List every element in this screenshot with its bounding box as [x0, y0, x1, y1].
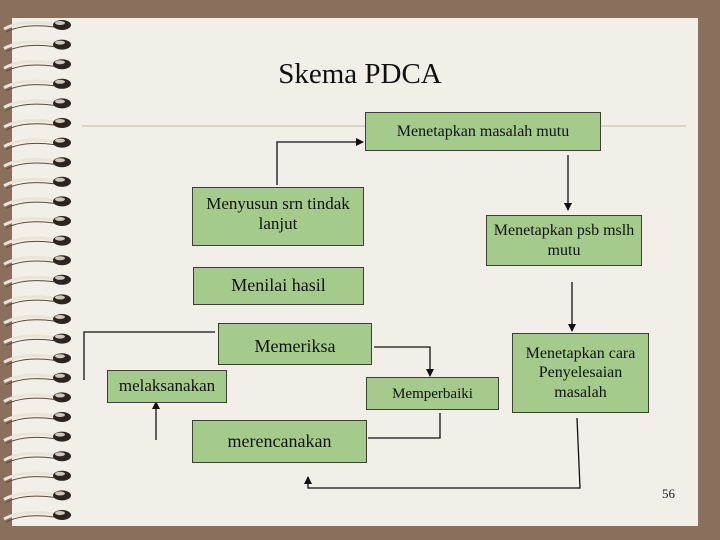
binding-ring — [3, 157, 71, 170]
line-melaksanakan-to-memeriksa — [83, 331, 215, 380]
box-label: Menyusun srn tindak lanjut — [206, 194, 350, 234]
box-menetapkan-cara: Menetapkan cara Penyelesaian masalah — [512, 333, 649, 413]
binding-ring — [3, 235, 71, 249]
binding-ring — [3, 314, 71, 327]
binding-ring — [3, 39, 71, 53]
binding-ring — [3, 431, 71, 445]
box-label: Memperbaiki — [392, 385, 473, 402]
binding-ring — [3, 274, 71, 288]
binding-ring — [3, 353, 71, 366]
spiral-binding — [3, 20, 71, 523]
page-number: 56 — [662, 486, 675, 501]
box-menetapkan-psb: Menetapkan psb mslh mutu — [486, 215, 642, 266]
box-menetapkan-masalah-mutu: Menetapkan masalah mutu — [365, 112, 601, 151]
arrow-to-menetapkan-masalah — [276, 138, 364, 185]
binding-ring — [3, 59, 71, 72]
binding-ring — [3, 176, 71, 190]
box-label: melaksanakan — [118, 376, 216, 396]
binding-ring — [3, 137, 71, 151]
box-label: Menilai hasil — [231, 275, 326, 296]
binding-ring — [3, 196, 71, 209]
binding-ring — [3, 98, 71, 111]
box-memperbaiki: Memperbaiki — [366, 377, 499, 410]
box-menyusun-tindak-lanjut: Menyusun srn tindak lanjut — [192, 187, 364, 246]
box-memeriksa: Memeriksa — [218, 323, 372, 365]
box-merencanakan: merencanakan — [192, 420, 367, 463]
binding-ring — [3, 412, 71, 425]
arrow-to-memperbaiki — [374, 346, 434, 377]
binding-ring — [3, 118, 71, 131]
box-label: Memeriksa — [254, 336, 336, 356]
binding-ring — [3, 510, 71, 523]
box-menilai-hasil: Menilai hasil — [193, 267, 364, 305]
box-label: Menetapkan cara Penyelesaian masalah — [525, 345, 636, 401]
arrow-to-merencanakan — [304, 417, 581, 489]
binding-ring — [3, 372, 71, 386]
binding-ring — [3, 294, 71, 307]
line-memperbaiki-to-merencanakan — [368, 413, 441, 439]
box-label: Menetapkan psb mslh mutu — [493, 222, 635, 259]
box-label: merencanakan — [227, 430, 332, 451]
slide-title: Skema PDCA — [278, 58, 442, 90]
binding-ring — [3, 392, 71, 405]
binding-ring — [3, 20, 71, 33]
binding-ring — [3, 78, 71, 92]
binding-ring — [3, 216, 71, 229]
box-label: Menetapkan masalah mutu — [396, 122, 570, 140]
binding-ring — [3, 333, 71, 347]
box-melaksanakan: melaksanakan — [107, 370, 227, 403]
binding-ring — [3, 490, 71, 503]
binding-ring — [3, 470, 71, 484]
binding-ring — [3, 451, 71, 464]
binding-ring — [3, 255, 71, 268]
